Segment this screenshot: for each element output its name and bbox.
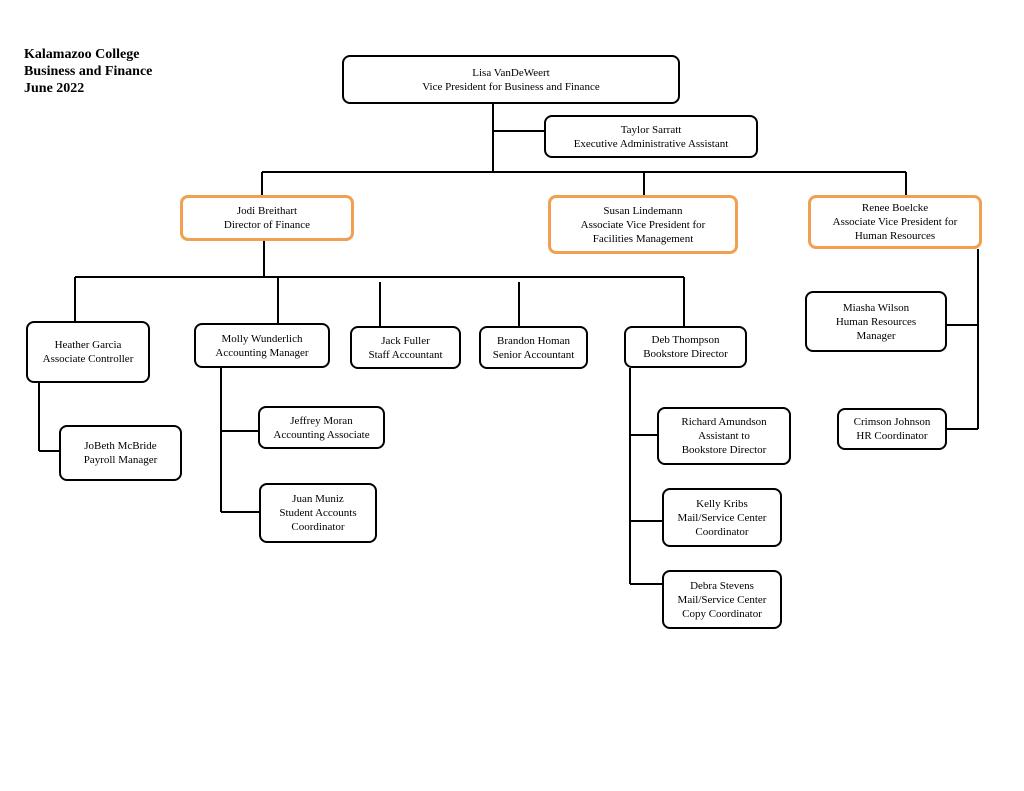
vp-business-finance-box: Lisa VanDeWeert Vice President for Busin… — [342, 55, 680, 104]
chart-date: June 2022 — [24, 81, 85, 96]
person-title: Director of Finance — [223, 219, 311, 231]
person-name: Miasha Wilson — [842, 301, 910, 314]
person-name: Richard Amundson — [681, 416, 767, 428]
person-name: Jack Fuller — [381, 334, 430, 347]
person-title: Human Resources — [835, 315, 917, 328]
copy-coordinator-box: Debra Stevens Mail/Service Center Copy C… — [662, 570, 782, 629]
assistant-bookstore-director-box: Richard Amundson Assistant to Bookstore … — [657, 407, 791, 465]
person-title: Executive Administrative Assistant — [573, 137, 729, 150]
person-name: Taylor Sarratt — [620, 123, 682, 136]
person-name: Kelly Kribs — [696, 497, 748, 510]
senior-accountant-box: Brandon Homan Senior Accountant — [479, 326, 588, 369]
person-title: Facilities Management — [592, 232, 694, 245]
hr-coordinator-box: Crimson Johnson HR Coordinator — [837, 408, 947, 450]
person-name: Heather Garcia — [54, 339, 122, 351]
bookstore-director-box: Deb Thompson Bookstore Director — [624, 326, 747, 368]
person-title: HR Coordinator — [856, 430, 928, 442]
accounting-manager-box: Molly Wunderlich Accounting Manager — [194, 323, 330, 368]
person-name: Susan Lindemann — [603, 204, 683, 217]
staff-accountant-box: Jack Fuller Staff Accountant — [350, 326, 461, 369]
person-name: JoBeth McBride — [84, 440, 157, 452]
person-title: Bookstore Director — [681, 444, 767, 456]
person-name: Juan Muniz — [292, 493, 344, 505]
person-name: Renee Boelcke — [861, 202, 929, 214]
person-title: Staff Accountant — [368, 348, 443, 361]
payroll-manager-box: JoBeth McBride Payroll Manager — [59, 425, 182, 481]
person-title: Associate Vice President for — [832, 216, 958, 228]
person-title: Mail/Service Center — [677, 593, 767, 606]
avp-hr-box: Renee Boelcke Associate Vice President f… — [808, 195, 982, 249]
person-name: Debra Stevens — [690, 579, 754, 592]
person-title: Assistant to — [698, 430, 750, 442]
student-accounts-coordinator-box: Juan Muniz Student Accounts Coordinator — [259, 483, 377, 543]
director-finance-box: Jodi Breithart Director of Finance — [180, 195, 354, 241]
person-name: Crimson Johnson — [853, 416, 931, 428]
associate-controller-box: Heather Garcia Associate Controller — [26, 321, 150, 383]
person-title: Copy Coordinator — [682, 607, 762, 620]
person-name: Jodi Breithart — [236, 205, 298, 217]
person-title: Human Resources — [854, 230, 936, 242]
person-title: Mail/Service Center — [677, 511, 767, 524]
person-title: Accounting Associate — [273, 428, 370, 441]
person-name: Deb Thompson — [651, 334, 720, 346]
org-name: Kalamazoo College — [24, 47, 140, 62]
person-title: Payroll Manager — [83, 454, 158, 466]
person-title: Coordinator — [291, 521, 345, 533]
person-name: Jeffrey Moran — [290, 414, 353, 427]
person-title: Manager — [856, 329, 896, 342]
person-title: Accounting Manager — [215, 346, 309, 359]
exec-assistant-box: Taylor Sarratt Executive Administrative … — [544, 115, 758, 158]
avp-facilities-box: Susan Lindemann Associate Vice President… — [548, 195, 738, 254]
person-name: Brandon Homan — [496, 334, 570, 347]
mail-service-coordinator-box: Kelly Kribs Mail/Service Center Coordina… — [662, 488, 782, 547]
person-title: Student Accounts — [279, 507, 357, 519]
person-title: Coordinator — [695, 525, 749, 538]
person-name: Molly Wunderlich — [221, 332, 303, 345]
chart-header: Kalamazoo College Business and Finance J… — [24, 46, 152, 97]
department-name: Business and Finance — [24, 64, 153, 79]
person-title: Associate Controller — [42, 353, 134, 365]
person-title: Senior Accountant — [492, 348, 575, 361]
hr-manager-box: Miasha Wilson Human Resources Manager — [805, 291, 947, 352]
accounting-associate-box: Jeffrey Moran Accounting Associate — [258, 406, 385, 449]
person-title: Vice President for Business and Finance — [422, 80, 600, 93]
person-name: Lisa VanDeWeert — [472, 66, 550, 79]
person-title: Bookstore Director — [643, 348, 728, 360]
person-title: Associate Vice President for — [580, 218, 706, 231]
